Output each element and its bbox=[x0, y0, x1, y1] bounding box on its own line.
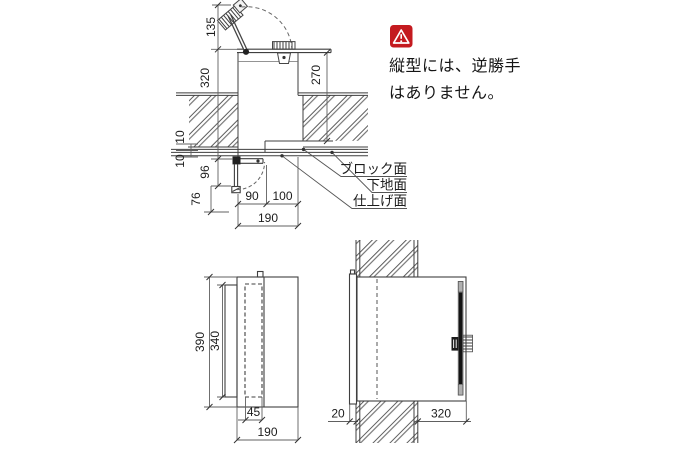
surface-leaders bbox=[280, 147, 407, 209]
plan-wall-hatch bbox=[189, 95, 368, 147]
back-plate-tab bbox=[349, 269, 356, 275]
top-tab bbox=[256, 270, 264, 278]
front-dim-190: 190 bbox=[257, 425, 277, 439]
plan-dim-320: 320 bbox=[198, 68, 212, 88]
side-dimension-lines bbox=[328, 401, 471, 422]
plan-dimension-lines bbox=[176, 4, 328, 227]
warning-text-line1: 縦型には、逆勝手 bbox=[389, 57, 521, 75]
plan-dim-76: 76 bbox=[189, 192, 203, 206]
side-unit-box bbox=[348, 269, 467, 405]
side-dim-20: 20 bbox=[331, 407, 345, 421]
pole-open-position bbox=[216, 0, 293, 55]
plan-dim-135: 135 bbox=[204, 17, 218, 37]
plan-dim-270: 270 bbox=[309, 65, 323, 85]
plan-dim-190: 190 bbox=[258, 211, 278, 225]
plan-dim-96: 96 bbox=[198, 165, 212, 179]
wall-catch-bracket bbox=[272, 41, 296, 64]
warning-note: 縦型には、逆勝手 はありません。 bbox=[389, 25, 521, 102]
plan-dim-100: 100 bbox=[272, 189, 292, 203]
front-dim-390: 390 bbox=[193, 332, 207, 352]
label-finish-face: 仕上げ面 bbox=[353, 194, 407, 209]
hidden-pole-outline bbox=[244, 283, 263, 398]
plan-wall-lines bbox=[171, 52, 368, 157]
side-wall-hatch bbox=[356, 240, 418, 443]
swing-arc bbox=[241, 6, 293, 50]
side-dim-ticks bbox=[346, 418, 470, 425]
front-dim-340: 340 bbox=[208, 331, 222, 351]
plan-dim-10-lower: 10 bbox=[173, 154, 187, 168]
warning-exclamation-dot bbox=[400, 40, 403, 43]
lower-swing-arc bbox=[236, 161, 266, 191]
plan-dim-ticks bbox=[207, 1, 331, 230]
warning-triangle-icon bbox=[392, 29, 410, 44]
label-base-face: 下地面 bbox=[367, 178, 408, 193]
side-pole-assembly bbox=[451, 281, 473, 396]
label-block-face: ブロック面 bbox=[340, 161, 408, 177]
warning-text-line2: はありません。 bbox=[389, 84, 504, 102]
pivot-point bbox=[242, 48, 250, 55]
latch-body bbox=[451, 337, 459, 351]
pole-end-bracket bbox=[216, 0, 249, 31]
plan-dim-10-upper: 10 bbox=[173, 130, 187, 144]
back-plate bbox=[348, 273, 358, 405]
front-geometry bbox=[224, 270, 299, 408]
front-dim-ticks bbox=[206, 273, 302, 444]
front-dim-45: 45 bbox=[247, 405, 261, 419]
latch-knob bbox=[462, 334, 473, 353]
front-view: 390 340 45 190 bbox=[193, 270, 302, 444]
lower-bracket-section bbox=[231, 156, 266, 194]
plan-dim-90: 90 bbox=[245, 189, 259, 203]
pole-bar bbox=[458, 292, 463, 384]
plan-view: 135 320 270 10 10 96 76 90 100 190 ブロック面… bbox=[171, 0, 408, 230]
side-view: 20 320 bbox=[328, 240, 473, 443]
pole-closed-position bbox=[237, 48, 332, 54]
side-dim-320: 320 bbox=[431, 407, 451, 421]
